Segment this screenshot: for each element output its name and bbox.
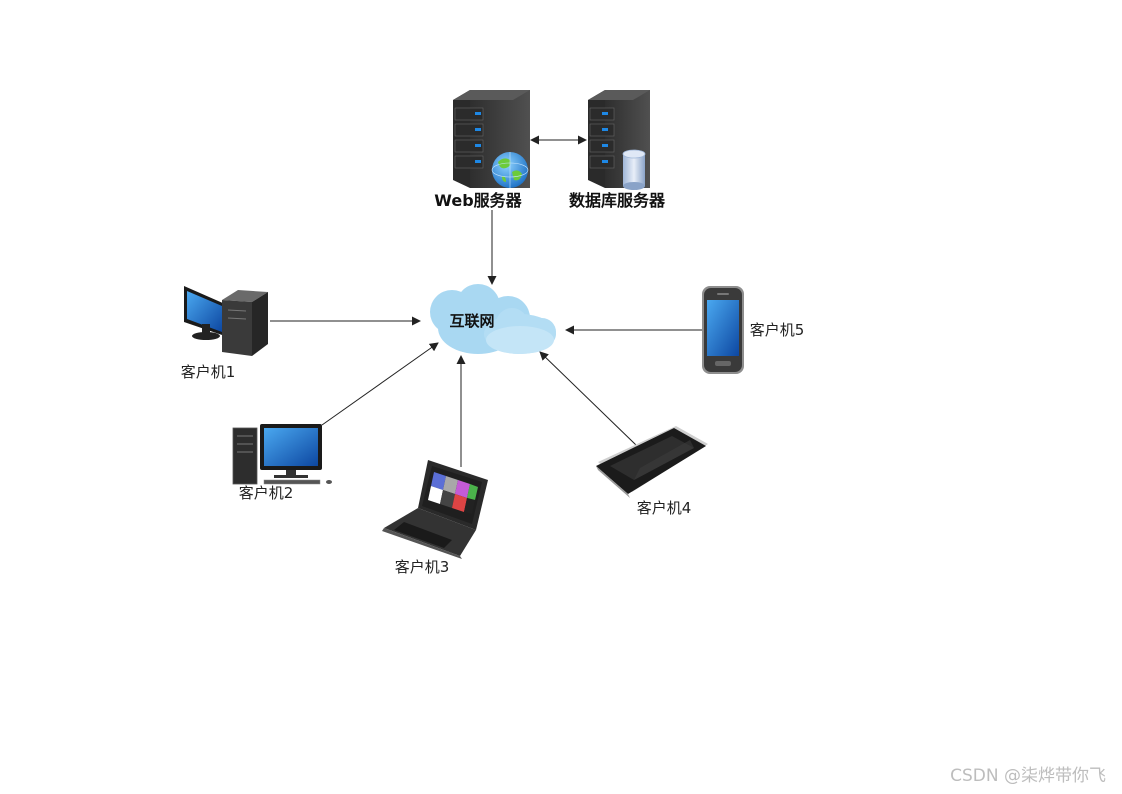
globe-icon <box>491 152 529 188</box>
cloud-icon[interactable] <box>430 284 556 354</box>
watermark: CSDN @柒烨带你飞 <box>950 766 1106 786</box>
database-server-icon[interactable] <box>588 90 650 190</box>
edges <box>270 135 702 467</box>
laptop-icon[interactable] <box>382 460 488 559</box>
web-server-icon[interactable] <box>453 90 530 188</box>
client3-label: 客户机3 <box>395 558 450 576</box>
web-server-label: Web服务器 <box>434 191 522 210</box>
client2-label: 客户机2 <box>239 484 294 502</box>
client4-label: 客户机4 <box>637 499 692 517</box>
desktop-tower-icon[interactable] <box>184 286 268 356</box>
edge-client4-internet <box>539 351 637 446</box>
laptop-screen-colorbars <box>428 472 478 514</box>
database-cylinder-icon <box>622 149 646 190</box>
smartphone-icon[interactable] <box>702 286 744 374</box>
edge-client2-internet <box>321 342 439 426</box>
smartphone-landscape-icon[interactable] <box>596 426 708 498</box>
desktop-computer-icon[interactable] <box>232 424 332 485</box>
internet-label: 互联网 <box>449 312 494 330</box>
database-server-label: 数据库服务器 <box>569 191 666 210</box>
client5-label: 客户机5 <box>750 321 805 339</box>
client1-label: 客户机1 <box>181 363 236 381</box>
